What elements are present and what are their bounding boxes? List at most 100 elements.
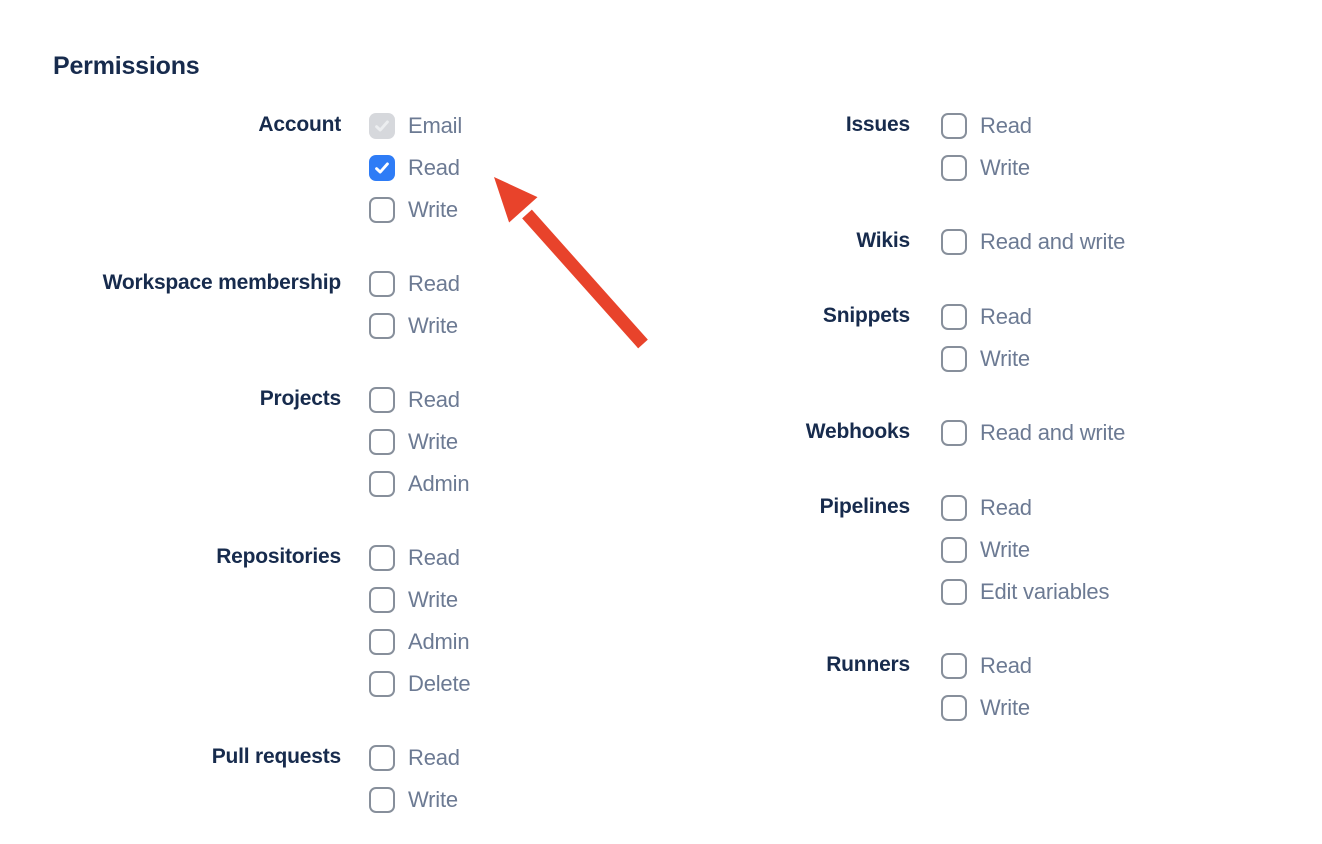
permission-group-issues: Issues Read Write xyxy=(700,113,1125,181)
option-account-write[interactable]: Write xyxy=(369,197,462,223)
group-label-repositories: Repositories xyxy=(216,545,341,568)
checkbox-pipelines-write[interactable] xyxy=(941,537,967,563)
option-projects-admin[interactable]: Admin xyxy=(369,471,470,497)
option-label-account-write: Write xyxy=(408,197,458,222)
permission-options: Read and write xyxy=(941,229,1125,255)
permission-options: Read and write xyxy=(941,420,1125,446)
permission-options: Read Write xyxy=(369,745,460,813)
checkmark-icon xyxy=(375,120,389,132)
checkbox-account-write[interactable] xyxy=(369,197,395,223)
permission-group-runners: Runners Read Write xyxy=(700,653,1125,721)
checkbox-snippets-write[interactable] xyxy=(941,346,967,372)
permission-options: Read Write Admin xyxy=(369,387,470,497)
option-pipelines-read[interactable]: Read xyxy=(941,495,1109,521)
option-label-pipelines-read: Read xyxy=(980,495,1032,520)
option-runners-write[interactable]: Write xyxy=(941,695,1032,721)
option-workspace-membership-write[interactable]: Write xyxy=(369,313,460,339)
permissions-column-left: Account Email Read Write Workspace membe… xyxy=(53,113,700,844)
checkbox-projects-admin[interactable] xyxy=(369,471,395,497)
option-webhooks-read-and-write[interactable]: Read and write xyxy=(941,420,1125,446)
option-label-issues-read: Read xyxy=(980,113,1032,138)
group-label-webhooks: Webhooks xyxy=(805,420,910,443)
checkbox-repositories-write[interactable] xyxy=(369,587,395,613)
permission-group-account: Account Email Read Write xyxy=(53,113,700,223)
option-label-workspace-membership-read: Read xyxy=(408,271,460,296)
checkbox-pipelines-read[interactable] xyxy=(941,495,967,521)
checkbox-workspace-membership-read[interactable] xyxy=(369,271,395,297)
permission-group-workspace-membership: Workspace membership Read Write xyxy=(53,271,700,339)
permission-options: Read Write Admin Delete xyxy=(369,545,471,697)
option-label-runners-read: Read xyxy=(980,653,1032,678)
checkbox-wikis-read-and-write[interactable] xyxy=(941,229,967,255)
option-account-read[interactable]: Read xyxy=(369,155,462,181)
permission-group-webhooks: Webhooks Read and write xyxy=(700,420,1125,447)
permission-options: Read Write xyxy=(941,653,1032,721)
option-pipelines-write[interactable]: Write xyxy=(941,537,1109,563)
option-label-wikis-read-and-write: Read and write xyxy=(980,229,1126,254)
option-label-runners-write: Write xyxy=(980,695,1030,720)
option-projects-write[interactable]: Write xyxy=(369,429,469,455)
checkbox-pull-requests-read[interactable] xyxy=(369,745,395,771)
option-pull-requests-write[interactable]: Write xyxy=(369,787,460,813)
permission-options: Read Write xyxy=(369,271,460,339)
permission-options: Read Write Edit variables xyxy=(941,495,1109,605)
checkbox-repositories-read[interactable] xyxy=(369,545,395,571)
permission-group-repositories: Repositories Read Write Admin xyxy=(53,545,700,697)
checkbox-snippets-read[interactable] xyxy=(941,304,967,330)
option-label-pull-requests-write: Write xyxy=(408,787,458,812)
option-repositories-admin[interactable]: Admin xyxy=(369,629,470,655)
checkbox-projects-read[interactable] xyxy=(369,387,395,413)
option-label-snippets-read: Read xyxy=(980,304,1032,329)
option-label-account-read: Read xyxy=(408,155,460,180)
option-workspace-membership-read[interactable]: Read xyxy=(369,271,460,297)
option-snippets-write[interactable]: Write xyxy=(941,346,1032,372)
page-title: Permissions xyxy=(53,52,200,80)
group-label-pipelines: Pipelines xyxy=(819,495,911,518)
checkbox-issues-read[interactable] xyxy=(941,113,967,139)
option-wikis-read-and-write[interactable]: Read and write xyxy=(941,229,1125,255)
option-label-pull-requests-read: Read xyxy=(408,745,460,770)
option-label-webhooks-read-and-write: Read and write xyxy=(980,420,1126,445)
option-label-projects-write: Write xyxy=(408,429,458,454)
checkbox-account-read[interactable] xyxy=(369,155,395,181)
checkmark-icon xyxy=(375,162,389,174)
option-label-issues-write: Write xyxy=(980,155,1030,180)
permission-options: Email Read Write xyxy=(369,113,462,223)
option-label-account-email: Email xyxy=(408,113,463,138)
checkbox-pipelines-edit-variables[interactable] xyxy=(941,579,967,605)
checkbox-webhooks-read-and-write[interactable] xyxy=(941,420,967,446)
option-label-repositories-write: Write xyxy=(408,587,458,612)
group-label-projects: Projects xyxy=(259,387,341,410)
checkbox-projects-write[interactable] xyxy=(369,429,395,455)
option-pull-requests-read[interactable]: Read xyxy=(369,745,460,771)
option-label-pipelines-edit-variables: Edit variables xyxy=(980,579,1110,604)
permission-options: Read Write xyxy=(941,113,1032,181)
option-projects-read[interactable]: Read xyxy=(369,387,469,413)
option-pipelines-edit-variables[interactable]: Edit variables xyxy=(941,579,1109,605)
option-label-projects-read: Read xyxy=(408,387,460,412)
option-issues-read[interactable]: Read xyxy=(941,113,1032,139)
option-repositories-write[interactable]: Write xyxy=(369,587,470,613)
option-issues-write[interactable]: Write xyxy=(941,155,1032,181)
checkbox-runners-read[interactable] xyxy=(941,653,967,679)
permission-group-snippets: Snippets Read Write xyxy=(700,304,1125,372)
option-runners-read[interactable]: Read xyxy=(941,653,1032,679)
permission-group-pipelines: Pipelines Read Write Edit variables xyxy=(700,495,1125,605)
checkbox-pull-requests-write[interactable] xyxy=(369,787,395,813)
option-label-workspace-membership-write: Write xyxy=(408,313,458,338)
option-snippets-read[interactable]: Read xyxy=(941,304,1032,330)
option-account-email: Email xyxy=(369,113,462,139)
checkbox-workspace-membership-write[interactable] xyxy=(369,313,395,339)
option-label-snippets-write: Write xyxy=(980,346,1030,371)
permissions-column-right: Issues Read Write Wikis Read and write xyxy=(700,113,1125,769)
option-label-repositories-delete: Delete xyxy=(408,671,471,696)
checkbox-repositories-delete[interactable] xyxy=(369,671,395,697)
option-label-projects-admin: Admin xyxy=(408,471,470,496)
group-label-issues: Issues xyxy=(845,113,910,136)
checkbox-repositories-admin[interactable] xyxy=(369,629,395,655)
option-repositories-delete[interactable]: Delete xyxy=(369,671,471,697)
option-repositories-read[interactable]: Read xyxy=(369,545,470,571)
checkbox-runners-write[interactable] xyxy=(941,695,967,721)
permission-options: Read Write xyxy=(941,304,1032,372)
checkbox-issues-write[interactable] xyxy=(941,155,967,181)
